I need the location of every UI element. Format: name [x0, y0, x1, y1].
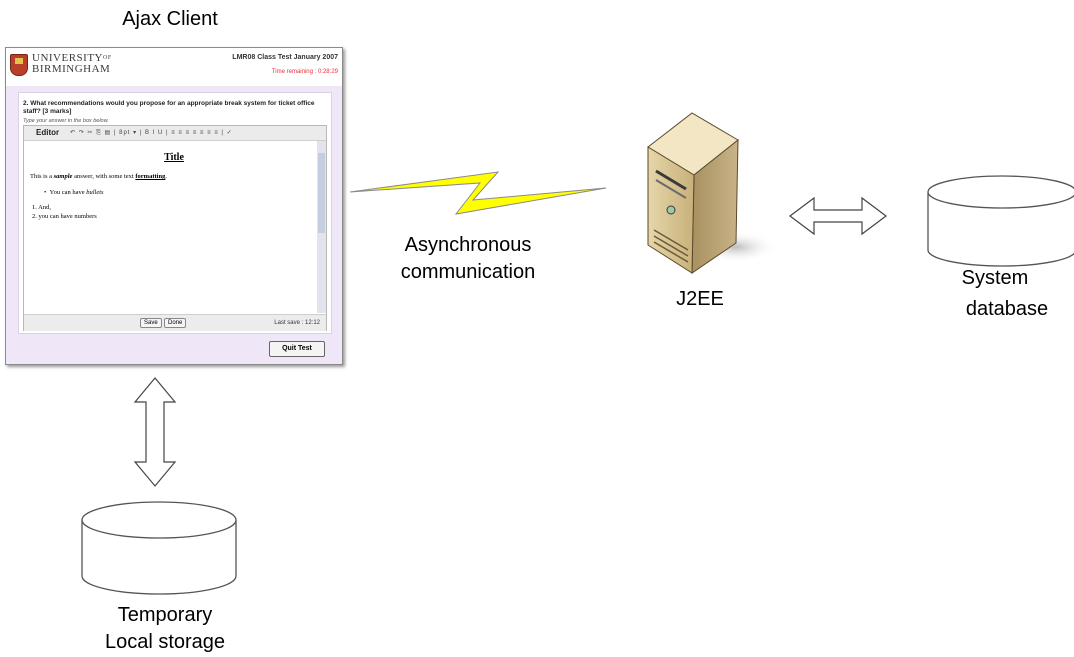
editor-document[interactable]: Title This is a sample answer, with some… [24, 141, 314, 313]
editor-toolbar: Editor ↶ ↷ ✂ ⎘ ▤ | 8pt ▾ | B I U | ≡ ≡ ≡… [24, 126, 326, 141]
done-button[interactable]: Done [164, 318, 187, 328]
ajax-client-label: Ajax Client [122, 8, 218, 30]
ajax-client-screenshot: UNIVERSITYOF BIRMINGHAM LMR08 Class Test… [5, 47, 343, 365]
editor-scrollbar[interactable] [317, 141, 326, 313]
question-panel: 2. What recommendations would you propos… [18, 92, 332, 334]
system-db-label-line1: System [961, 267, 1029, 289]
exam-title: LMR08 Class Test January 2007 [232, 54, 338, 61]
save-button[interactable]: Save [140, 318, 162, 328]
lightning-bolt-icon [349, 171, 607, 215]
doc-numbered-2: 2. you can have numbers [32, 213, 97, 220]
async-label-line1: Asynchronous [404, 234, 532, 256]
editor-label: Editor [36, 128, 60, 137]
system-db-label-line2: database [965, 298, 1049, 320]
exam-header: UNIVERSITYOF BIRMINGHAM LMR08 Class Test… [6, 48, 342, 86]
local-storage-icon [81, 501, 237, 595]
server-tower-icon [647, 112, 778, 274]
answer-instruction: Type your answer in the box below. [23, 118, 109, 124]
scrollbar-thumb[interactable] [318, 153, 325, 233]
temp-storage-label-line2: Local storage [104, 631, 226, 653]
doc-title: Title [164, 152, 184, 163]
async-label-line2: communication [400, 261, 536, 283]
question-text: 2. What recommendations would you propos… [23, 100, 315, 115]
doc-numbered-1: 1. And, [32, 204, 51, 211]
rich-text-editor[interactable]: Editor ↶ ↷ ✂ ⎘ ▤ | 8pt ▾ | B I U | ≡ ≡ ≡… [23, 125, 327, 331]
double-arrow-vertical-icon [133, 377, 177, 487]
doc-bullet: • You can have bullets [44, 189, 104, 196]
last-save-text: Last save : 12:12 [274, 320, 320, 326]
system-database-icon [927, 175, 1074, 267]
toolbar-icons[interactable]: ↶ ↷ ✂ ⎘ ▤ | 8pt ▾ | B I U | ≡ ≡ ≡ ≡ ≡ ≡ … [70, 130, 233, 136]
temp-storage-label-line1: Temporary [117, 604, 213, 626]
university-logo-text: UNIVERSITYOF BIRMINGHAM [32, 52, 112, 75]
quit-test-button[interactable]: Quit Test [269, 341, 325, 357]
doc-paragraph: This is a sample answer, with some text … [30, 173, 167, 180]
j2ee-label: J2EE [676, 288, 724, 310]
double-arrow-horizontal-icon [789, 196, 887, 236]
university-crest-icon [10, 54, 28, 76]
time-remaining: Time remaining : 0:28:29 [271, 69, 338, 75]
editor-footer: Save Done Last save : 12:12 [24, 314, 326, 331]
